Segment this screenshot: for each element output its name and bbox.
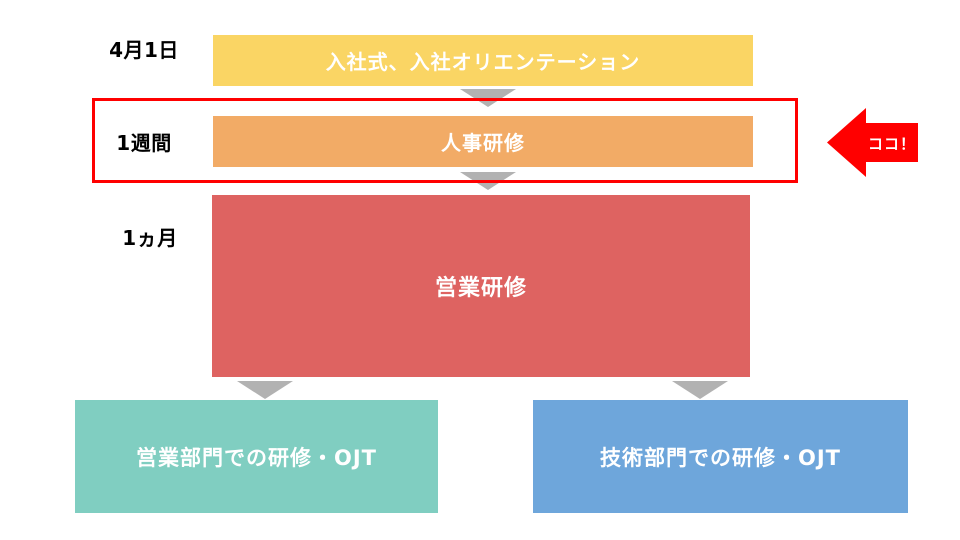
highlight-frame <box>92 98 798 183</box>
step-box-sales-dept-ojt: 営業部門での研修・OJT <box>75 400 438 513</box>
time-label-one-month: 1ヵ月 <box>122 226 178 250</box>
time-label-april-1: 4月1日 <box>109 38 179 62</box>
step-label-hr-training: 人事研修 <box>441 131 525 155</box>
step-box-orientation: 入社式、入社オリエンテーション <box>213 35 753 86</box>
down-arrow-icon <box>672 381 728 399</box>
callout-left-arrow-icon <box>827 108 918 177</box>
step-label-sales-dept-ojt: 営業部門での研修・OJT <box>136 445 377 470</box>
step-label-tech-dept-ojt: 技術部門での研修・OJT <box>600 445 841 470</box>
step-box-hr-training: 人事研修 <box>213 116 753 167</box>
step-label-orientation: 入社式、入社オリエンテーション <box>325 50 641 74</box>
step-box-tech-dept-ojt: 技術部門での研修・OJT <box>533 400 908 513</box>
time-label-one-week: 1週間 <box>116 131 172 155</box>
step-label-sales-training: 営業研修 <box>434 276 527 301</box>
callout-left-arrow-shape <box>827 108 918 177</box>
callout-label: ココ！ <box>867 135 916 153</box>
down-arrow-icon <box>237 381 293 399</box>
step-box-sales-training: 営業研修 <box>212 195 750 377</box>
